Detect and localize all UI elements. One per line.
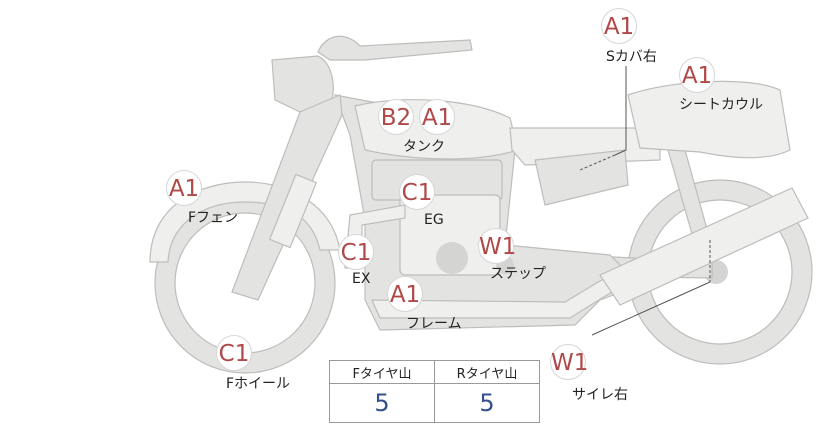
frame-grade-badge: A1 <box>387 276 423 312</box>
front-wheel-label: Fホイール <box>226 376 291 392</box>
fork-tube <box>268 173 318 249</box>
silencer-right-label: サイレ右 <box>572 387 628 403</box>
tread-header-row: Fタイヤ山 Rタイヤ山 <box>329 360 540 384</box>
frame-label: フレーム <box>406 316 462 332</box>
engine-block <box>371 159 503 201</box>
rear-tread-header: Rタイヤ山 <box>434 360 540 384</box>
s-cover-right-grade-badge: A1 <box>601 8 637 44</box>
s-cover-leader <box>614 66 627 156</box>
tank-grade-badge-1: B2 <box>378 99 414 135</box>
silencer-right-grade-badge: W1 <box>550 344 588 380</box>
seat-cowl-shape <box>627 80 791 159</box>
front-wheel-grade-badge: C1 <box>216 335 252 371</box>
engine-grade-badge: C1 <box>399 174 435 210</box>
front-tread-header: Fタイヤ山 <box>329 360 435 384</box>
seat-cowl-grade-badge: A1 <box>679 57 715 93</box>
step-grade-badge: W1 <box>478 228 516 264</box>
handlebar <box>317 35 473 61</box>
s-cover-right-label: Sカバ右 <box>606 49 657 65</box>
engine-label: EG <box>424 212 444 228</box>
silencer-shape <box>599 187 809 306</box>
tread-value-row: 5 5 <box>329 383 540 423</box>
tank-grade-badge-2: A1 <box>419 99 455 135</box>
side-cover <box>534 149 629 206</box>
exhaust-grade-badge: C1 <box>338 234 374 270</box>
front-tread-value: 5 <box>329 383 435 423</box>
tire-tread-table: Fタイヤ山 Rタイヤ山 5 5 <box>329 360 540 423</box>
step-label: ステップ <box>490 266 546 282</box>
seat-cowl-label: シートカウル <box>679 97 763 113</box>
s-cover-leader-dash <box>579 154 616 171</box>
rear-tread-value: 5 <box>434 383 540 423</box>
front-fender-grade-badge: A1 <box>166 170 202 206</box>
front-fender-label: Fフェン <box>188 210 239 226</box>
exhaust-label: EX <box>352 271 371 287</box>
silencer-leader <box>591 281 711 336</box>
tank-label: タンク <box>403 139 445 155</box>
